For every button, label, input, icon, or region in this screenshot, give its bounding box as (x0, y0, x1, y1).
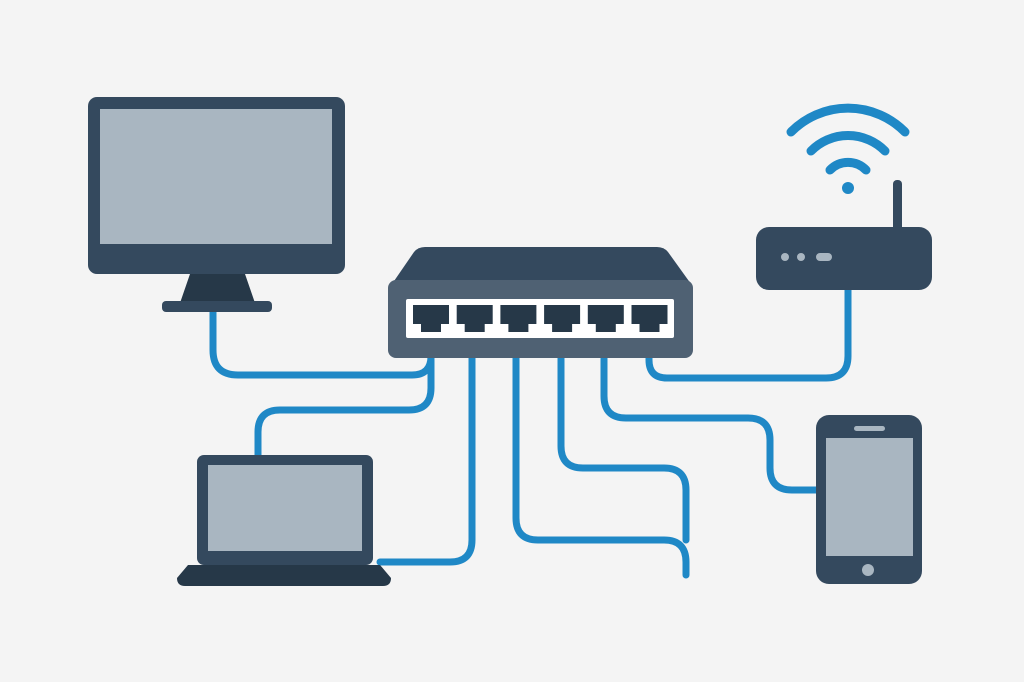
cable-port6-router (645, 286, 852, 382)
ethernet-port (413, 305, 449, 332)
router-led (797, 253, 805, 261)
monitor-base (162, 301, 272, 312)
cable-port3 (512, 336, 690, 579)
cable-port1-laptop (254, 336, 435, 459)
ethernet-port (544, 305, 581, 332)
ethernet-port (456, 305, 493, 332)
phone-screen (826, 438, 913, 556)
desktop-monitor (88, 97, 345, 312)
phone-home-button (862, 564, 874, 576)
smartphone (816, 415, 922, 584)
phone-speaker (854, 426, 885, 431)
monitor-stand (180, 274, 255, 303)
cable-port2-laptop (376, 336, 476, 566)
router-led-bar (816, 253, 832, 261)
ethernet-port (587, 305, 624, 332)
cable-port5-phone (600, 336, 820, 494)
ethernet-port (500, 305, 537, 332)
ethernet-port (631, 305, 668, 332)
wifi-icon (786, 103, 910, 194)
laptop-base (177, 565, 391, 586)
network-switch (388, 247, 693, 358)
cable-port4 (557, 336, 690, 544)
laptop-screen (208, 465, 362, 551)
switch-top (392, 247, 691, 284)
wireless-router (756, 103, 932, 290)
ports (413, 305, 668, 332)
cables (209, 286, 852, 579)
router-led (781, 253, 789, 261)
router-antenna (893, 180, 902, 232)
laptop (177, 455, 391, 586)
router-body (756, 227, 932, 290)
monitor-screen (100, 109, 332, 244)
